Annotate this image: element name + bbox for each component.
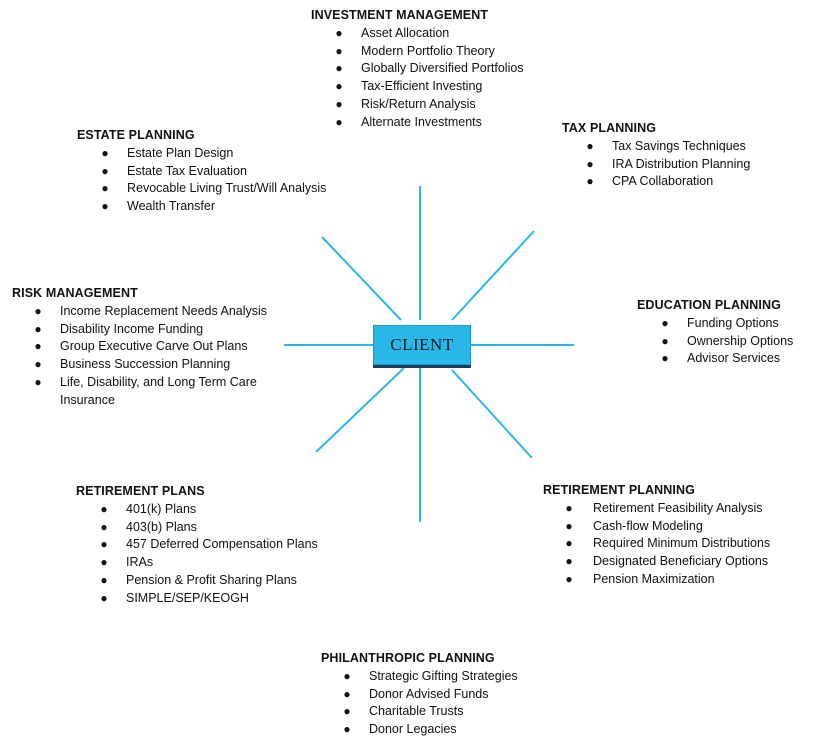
list-item: ●Wealth Transfer [101, 199, 216, 214]
group-education-planning: EDUCATION PLANNING ●Funding Options ●Own… [637, 298, 793, 368]
list-item: ●Pension & Profit Sharing Plans [100, 572, 297, 587]
list-item: ●Required Minimum Distributions [565, 536, 771, 551]
group-estate-planning: ESTATE PLANNING ●Estate Plan Design ●Est… [77, 128, 326, 216]
group-philanthropic-planning: PHILANTHROPIC PLANNING ●Strategic Giftin… [321, 651, 518, 739]
group-title: RETIREMENT PLANS [76, 484, 205, 498]
list-item: ●Strategic Gifting Strategies [343, 669, 518, 683]
list-item: ●Cash-flow Modeling [565, 518, 703, 533]
spoke-top-left [321, 236, 402, 321]
list-item: ●Charitable Trusts [343, 704, 464, 719]
group-retirement-plans: RETIREMENT PLANS ●401(k) Plans ●403(b) P… [76, 484, 318, 607]
list-item: ●Donor Advised Funds [343, 686, 489, 701]
group-risk-management: RISK MANAGEMENT ●Income Replacement Need… [12, 286, 282, 409]
list-item: ●Modern Portfolio Theory [335, 43, 495, 58]
group-tax-planning: TAX PLANNING ●Tax Savings Techniques ●IR… [562, 121, 750, 191]
list-item: ●Ownership Options [661, 333, 794, 348]
group-investment-management: INVESTMENT MANAGEMENT ●Asset Allocation … [311, 8, 524, 131]
client-label: CLIENT [390, 335, 454, 354]
list-item: ●401(k) Plans [100, 502, 197, 516]
spoke-top-right [451, 230, 535, 321]
list-item: ●457 Deferred Compensation Plans [100, 537, 318, 552]
group-title: PHILANTHROPIC PLANNING [321, 651, 495, 665]
list-item: ●Advisor Services [661, 351, 781, 366]
list-item: ●IRAs [100, 555, 154, 570]
list-item: ●IRA Distribution Planning [586, 156, 751, 171]
list-item: ●Disability Income Funding [34, 321, 204, 336]
list-item: ●Estate Tax Evaluation [101, 163, 247, 178]
list-item: ●Globally Diversified Portfolios [335, 61, 524, 76]
list-item: ●Pension Maximization [565, 571, 715, 586]
group-title: RETIREMENT PLANNING [543, 483, 695, 497]
group-title: EDUCATION PLANNING [637, 298, 781, 312]
list-item: ●Risk/Return Analysis [335, 96, 476, 111]
list-item: ●Funding Options [661, 316, 779, 330]
list-item: ●Group Executive Carve Out Plans [34, 339, 248, 354]
list-item: ●Alternate Investments [335, 114, 482, 129]
list-item: ●Donor Legacies [343, 722, 457, 737]
list-item: ●SIMPLE/SEP/KEOGH [100, 590, 249, 605]
list-item: ●Asset Allocation [335, 26, 450, 40]
list-item: ●Tax Savings Techniques [586, 139, 746, 153]
group-title: TAX PLANNING [562, 121, 657, 135]
list-item: ●Estate Plan Design [101, 146, 234, 160]
group-title: ESTATE PLANNING [77, 128, 195, 142]
list-item: ●Income Replacement Needs Analysis [34, 304, 268, 318]
list-item: ●Retirement Feasibility Analysis [565, 501, 763, 515]
list-item: ●403(b) Plans [100, 519, 197, 534]
group-title: INVESTMENT MANAGEMENT [311, 8, 489, 22]
list-item: ●Business Succession Planning [34, 357, 231, 372]
list-item: ●Tax-Efficient Investing [335, 79, 483, 94]
list-item: ●Designated Beneficiary Options [565, 554, 769, 569]
group-retirement-planning: RETIREMENT PLANNING ●Retirement Feasibil… [543, 483, 770, 589]
list-item: ●Life, Disability, and Long Term Care In… [34, 374, 257, 407]
list-item: ●CPA Collaboration [586, 174, 714, 189]
spoke-bottom-left [315, 367, 405, 453]
list-item: ●Revocable Living Trust/Will Analysis [101, 181, 327, 196]
spoke-bottom-right [451, 369, 533, 459]
client-node: CLIENT [373, 325, 471, 365]
group-title: RISK MANAGEMENT [12, 286, 138, 300]
